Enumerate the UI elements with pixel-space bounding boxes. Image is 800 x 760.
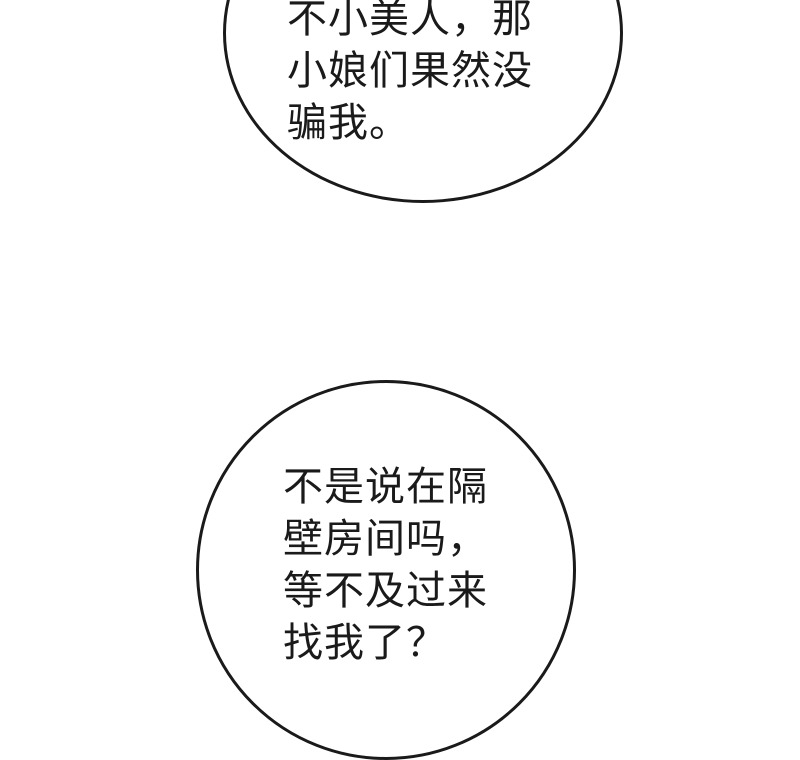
bottom-bubble-line-3: 等不及过来 — [283, 568, 488, 614]
top-bubble-line-3: 骗我。 — [287, 100, 410, 146]
top-bubble-text: 不小美人，那 小娘们果然没 骗我。 — [287, 0, 533, 149]
bottom-speech-bubble: 不是说在隔 壁房间吗， 等不及过来 找我了？ — [196, 380, 576, 760]
bottom-bubble-line-1: 不是说在隔 — [283, 464, 488, 510]
top-bubble-line-2: 小娘们果然没 — [287, 48, 533, 94]
bottom-bubble-line-4: 找我了？ — [283, 620, 447, 666]
top-bubble-line-1: 不小美人，那 — [287, 0, 533, 42]
bottom-bubble-text: 不是说在隔 壁房间吗， 等不及过来 找我了？ — [283, 461, 488, 669]
bottom-bubble-line-2: 壁房间吗， — [283, 516, 488, 562]
top-speech-bubble: 不小美人，那 小娘们果然没 骗我。 — [223, 0, 623, 203]
